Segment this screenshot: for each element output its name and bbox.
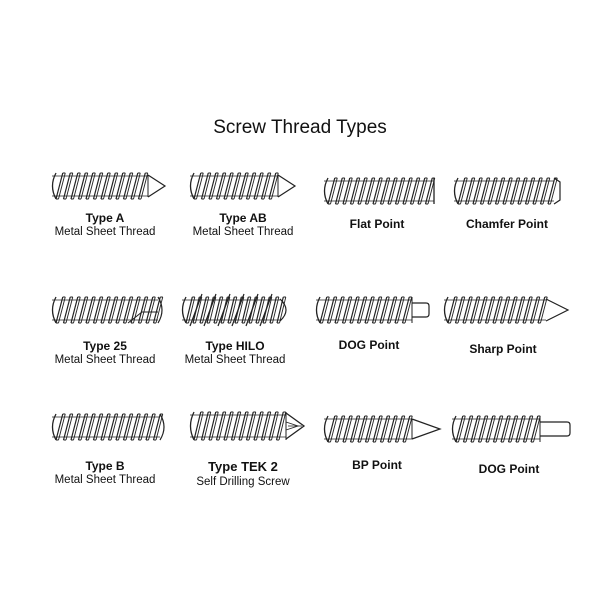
- screw-type-a: Type A Metal Sheet Thread: [30, 165, 180, 245]
- screw-bp-point: BP Point: [302, 407, 452, 477]
- screw-flat-point: Flat Point: [302, 170, 452, 240]
- label-type-b: Type B: [85, 459, 125, 473]
- label-dog-point-2: DOG Point: [478, 462, 540, 476]
- screw-type-b-drawing: [51, 413, 165, 441]
- screw-type-25: Type 25 Metal Sheet Thread: [30, 287, 180, 372]
- label-bp-point: BP Point: [352, 458, 402, 472]
- sub-type-tek-2: Self Drilling Screw: [196, 476, 290, 488]
- screw-chamfer-point-drawing: [453, 177, 561, 205]
- screw-chamfer-point: Chamfer Point: [432, 170, 582, 240]
- screw-type-25-drawing: [51, 296, 164, 324]
- label-type-25: Type 25: [83, 339, 127, 353]
- screw-type-hilo: Type HILO Metal Sheet Thread: [160, 287, 310, 372]
- sub-type-a: Metal Sheet Thread: [54, 226, 156, 238]
- diagram-title: Screw Thread Types: [213, 117, 387, 138]
- screw-bp-point-drawing: [323, 415, 442, 443]
- label-type-hilo: Type HILO: [205, 339, 265, 353]
- screw-dog-point-1: DOG Point: [294, 287, 444, 357]
- label-flat-point: Flat Point: [349, 217, 405, 231]
- screw-sharp-point: Sharp Point: [428, 287, 578, 362]
- sub-type-ab: Metal Sheet Thread: [192, 226, 294, 238]
- label-type-a: Type A: [85, 211, 125, 225]
- sub-type-25: Metal Sheet Thread: [54, 354, 156, 366]
- screw-type-hilo-drawing: [181, 293, 287, 327]
- label-type-ab: Type AB: [219, 211, 267, 225]
- screw-type-tek-2: Type TEK 2 Self Drilling Screw: [168, 400, 318, 490]
- screw-dog-point-2-drawing: [451, 415, 571, 443]
- screw-type-ab-drawing: [189, 172, 297, 200]
- label-chamfer-point: Chamfer Point: [465, 217, 548, 231]
- screw-sharp-point-drawing: [443, 296, 570, 324]
- sub-type-b: Metal Sheet Thread: [54, 474, 156, 486]
- label-dog-point-1: DOG Point: [338, 338, 400, 352]
- screw-type-b: Type B Metal Sheet Thread: [30, 404, 180, 489]
- screw-flat-point-drawing: [323, 177, 436, 205]
- label-sharp-point: Sharp Point: [469, 342, 537, 356]
- screw-dog-point-1-drawing: [315, 296, 430, 324]
- screw-type-a-drawing: [51, 172, 167, 200]
- screw-dog-point-2: DOG Point: [434, 407, 584, 477]
- screw-type-tek-2-drawing: [189, 411, 306, 441]
- sub-type-hilo: Metal Sheet Thread: [184, 354, 286, 366]
- label-type-tek-2: Type TEK 2: [208, 459, 278, 474]
- screw-type-ab: Type AB Metal Sheet Thread: [168, 165, 318, 245]
